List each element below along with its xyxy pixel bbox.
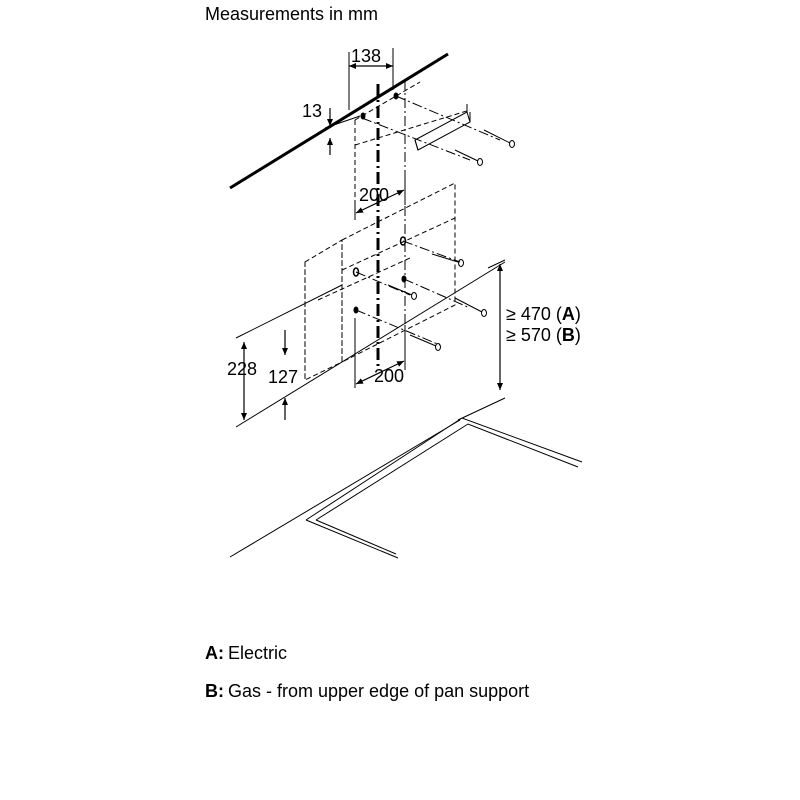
dim-228-label: 228: [227, 359, 257, 379]
legend-b-text: Gas - from upper edge of pan support: [228, 681, 530, 701]
height-ext-top: [487, 259, 506, 269]
dim-200-top-label: 200: [359, 185, 389, 205]
lower-screws: [387, 253, 487, 351]
legend-b-key: B:: [205, 681, 224, 701]
dim-228-ext-top: [235, 284, 343, 339]
dim-13-label: 13: [302, 101, 322, 121]
height-b-label: ≥ 570 (B): [506, 325, 581, 345]
hood-outline: [304, 182, 456, 381]
ceiling-line: [229, 52, 449, 190]
dim-228-ext-bottom: [235, 261, 506, 428]
dim-200-bottom-label: 200: [374, 366, 404, 386]
height-a-label: ≥ 470 (A): [506, 304, 581, 324]
diagram-title: Measurements in mm: [205, 4, 379, 24]
dim-127-label: 127: [268, 367, 298, 387]
dim-200-top-arrow: [355, 189, 405, 214]
dim-13-ext: [324, 115, 361, 129]
legend-a-text: Electric: [228, 643, 288, 663]
dim-138-label: 138: [351, 46, 381, 66]
lower-mounting-points: [352, 236, 471, 346]
legend-a-key: A:: [205, 643, 224, 663]
upper-screws: [454, 129, 515, 166]
cooktop: [229, 417, 583, 559]
height-ext-bottom: [457, 397, 506, 421]
legend-b: B:Gas - from upper edge of pan support: [205, 681, 529, 702]
dim-200-bottom-arrow: [355, 360, 405, 385]
legend-a: A:Electric: [205, 643, 287, 664]
wall-bracket: [414, 104, 471, 151]
